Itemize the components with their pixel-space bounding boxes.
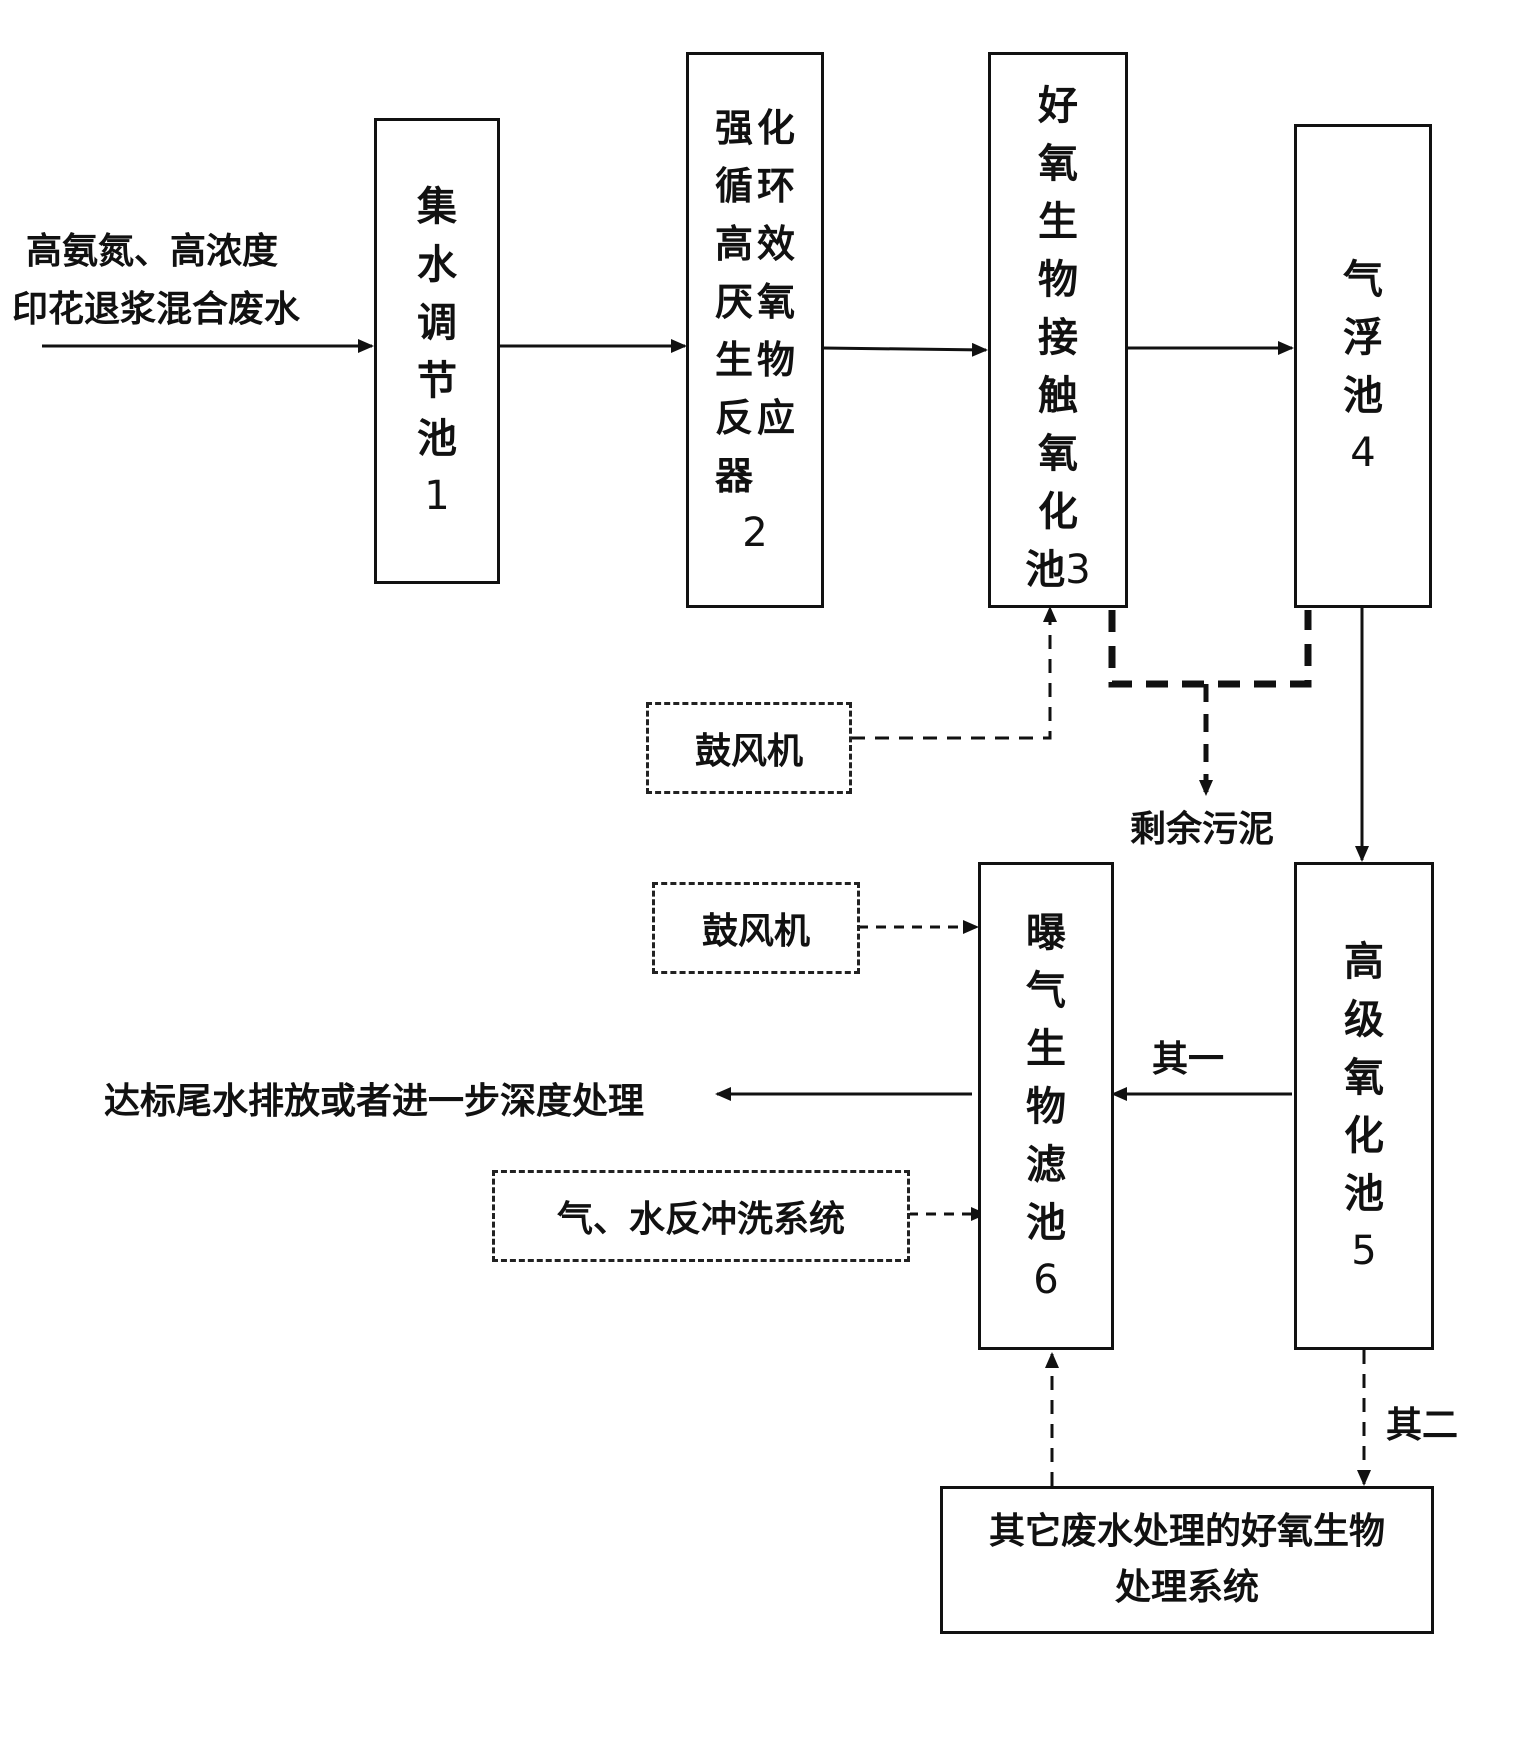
arrow-blower-to-tank3 bbox=[851, 606, 1057, 740]
arrow-reactor2-to-tank3 bbox=[822, 342, 988, 357]
tank-6-number: 6 bbox=[1033, 1257, 1059, 1303]
blower-top: 鼓风机 bbox=[646, 702, 852, 794]
tank-4-name: 气浮池 bbox=[1343, 257, 1383, 419]
tank-6-biological-aerated-filter: 曝气生物滤池 6 bbox=[978, 862, 1114, 1350]
tank-6-name: 曝气生物滤池 bbox=[1026, 910, 1066, 1246]
branch-two-label: 其二 bbox=[1386, 1405, 1459, 1446]
tank-4-number: 4 bbox=[1350, 430, 1376, 476]
excess-sludge-label: 剩余污泥 bbox=[1130, 809, 1275, 850]
reactor-2-anaerobic: 强化 循环 高效 厌氧 生物 反应 器 2 bbox=[686, 52, 824, 608]
reactor-2-name: 强化 循环 高效 厌氧 生物 反应 器 bbox=[714, 106, 795, 498]
tank-1-number: 1 bbox=[424, 473, 450, 519]
other-system-line1: 其它废水处理的好氧生物 bbox=[988, 1511, 1385, 1552]
tank-5-name: 高级氧化池 bbox=[1344, 939, 1384, 1217]
tank-1-name: 集水调节池 bbox=[417, 184, 457, 462]
tank-5-advanced-oxidation: 高级氧化池 5 bbox=[1294, 862, 1434, 1350]
other-aerobic-treatment-system: 其它废水处理的好氧生物 处理系统 bbox=[940, 1486, 1434, 1634]
reactor-2-number: 2 bbox=[742, 510, 768, 556]
blower-middle: 鼓风机 bbox=[652, 882, 860, 974]
branch-one-label: 其一 bbox=[1152, 1039, 1225, 1080]
output-discharge-label: 达标尾水排放或者进一步深度处理 bbox=[104, 1081, 645, 1122]
tank-5-number: 5 bbox=[1351, 1228, 1377, 1274]
tank-3-number: 3 bbox=[1065, 547, 1091, 593]
sludge-line-tank3 bbox=[1108, 610, 1312, 688]
tank-3-name: 好氧生物接触氧化 池3 bbox=[1025, 83, 1091, 593]
input-label-line1: 高氨氮、高浓度 bbox=[26, 231, 279, 272]
tank-4-flotation: 气浮池 4 bbox=[1294, 124, 1432, 608]
other-system-line2: 处理系统 bbox=[1114, 1567, 1259, 1608]
backwash-system: 气、水反冲洗系统 bbox=[492, 1170, 910, 1262]
tank-1-collection-regulating: 集水调节池 1 bbox=[374, 118, 500, 584]
input-label-line2: 印花退浆混合废水 bbox=[12, 289, 301, 330]
tank-3-aerobic-contact-oxidation: 好氧生物接触氧化 池3 bbox=[988, 52, 1128, 608]
